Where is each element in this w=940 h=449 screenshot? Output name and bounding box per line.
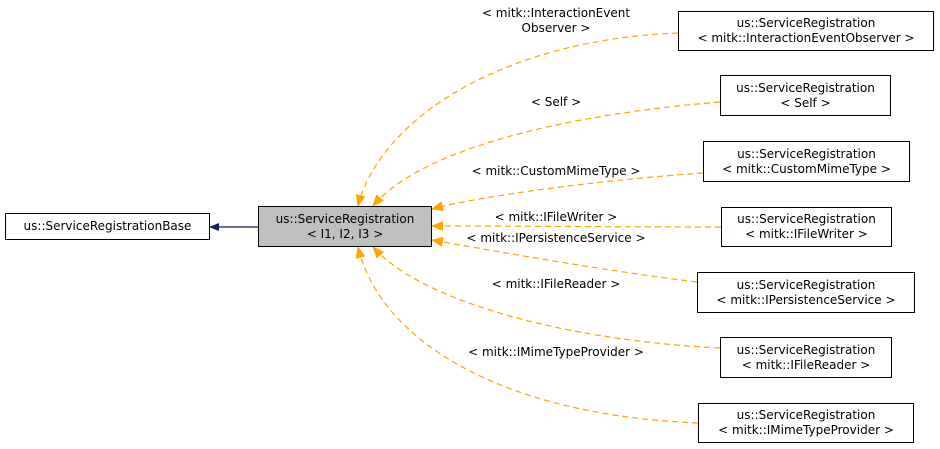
node-label-line2: < mitk::IMimeTypeProvider > bbox=[718, 423, 894, 437]
node-label-line2: < mitk::IFileReader > bbox=[741, 357, 871, 372]
edge-label-line1: < mitk::IMimeTypeProvider > bbox=[468, 345, 644, 359]
node-service-registration-template[interactable]: us::ServiceRegistration < I1, I2, I3 > bbox=[258, 206, 432, 247]
edge-interaction-event-observer bbox=[355, 32, 679, 207]
edge-label-line2: Observer > bbox=[521, 21, 591, 35]
node-label-line2: < I1, I2, I3 > bbox=[306, 226, 384, 241]
node-label-line1: us::ServiceRegistration bbox=[736, 16, 876, 30]
node-label-line2: < mitk::IFileWriter > bbox=[745, 227, 868, 241]
edge-imime-type-provider bbox=[355, 246, 699, 424]
node-imime-type-provider[interactable]: us::ServiceRegistration < mitk::IMimeTyp… bbox=[698, 403, 914, 443]
edge-label-self: < Self > bbox=[531, 95, 581, 110]
node-ipersistence-service[interactable]: us::ServiceRegistration < mitk::IPersist… bbox=[697, 272, 915, 313]
node-label-line2: < mitk::IPersistenceService > bbox=[716, 292, 896, 307]
edge-ifile-writer bbox=[431, 221, 722, 232]
edge-ifile-reader bbox=[372, 246, 721, 349]
node-label-line1: us::ServiceRegistration bbox=[736, 80, 875, 95]
node-self[interactable]: us::ServiceRegistration < Self > bbox=[720, 75, 891, 116]
node-label-line1: us::ServiceRegistration bbox=[737, 212, 876, 226]
node-custom-mime-type[interactable]: us::ServiceRegistration < mitk::CustomMi… bbox=[703, 141, 910, 182]
edge-label-ipersistence-service: < mitk::IPersistenceService > bbox=[466, 231, 645, 246]
edge-custom-mime-type bbox=[431, 172, 704, 211]
edge-label-line1: < mitk::IFileWriter > bbox=[494, 210, 618, 224]
edge-label-custom-mime-type: < mitk::CustomMimeType > bbox=[472, 164, 641, 179]
edge-label-imime-type-provider: < mitk::IMimeTypeProvider > bbox=[468, 345, 644, 360]
node-label-line1: us::ServiceRegistration bbox=[736, 342, 876, 357]
edge-self bbox=[372, 101, 721, 207]
edge-label-line1: < mitk::InteractionEvent bbox=[481, 6, 631, 20]
edge-label-line1: < Self > bbox=[530, 95, 582, 109]
node-label: us::ServiceRegistrationBase bbox=[23, 219, 192, 233]
edge-label-ifile-writer: < mitk::IFileWriter > bbox=[495, 210, 618, 225]
node-label-line2: < mitk::CustomMimeType > bbox=[722, 161, 891, 176]
node-label-line1: us::ServiceRegistration bbox=[737, 146, 876, 161]
node-label-line2: < Self > bbox=[780, 95, 831, 110]
node-label-line1: us::ServiceRegistration bbox=[736, 408, 876, 422]
node-ifile-reader[interactable]: us::ServiceRegistration < mitk::IFileRea… bbox=[720, 337, 892, 378]
edge-label-line1: < mitk::IPersistenceService > bbox=[466, 231, 646, 245]
node-service-registration-base[interactable]: us::ServiceRegistrationBase bbox=[5, 213, 210, 240]
edge-label-interaction-event-observer: < mitk::InteractionEvent Observer > bbox=[482, 6, 630, 36]
edge-label-line1: < mitk::IFileReader > bbox=[491, 277, 621, 291]
edge-ipersistence-service bbox=[431, 236, 698, 283]
node-ifile-writer[interactable]: us::ServiceRegistration < mitk::IFileWri… bbox=[721, 207, 892, 247]
edge-label-line1: < mitk::CustomMimeType > bbox=[471, 164, 641, 178]
node-label-line1: us::ServiceRegistration bbox=[275, 211, 415, 226]
node-interaction-event-observer[interactable]: us::ServiceRegistration < mitk::Interact… bbox=[678, 11, 934, 51]
node-label-line2: < mitk::InteractionEventObserver > bbox=[697, 31, 915, 45]
edge-label-ifile-reader: < mitk::IFileReader > bbox=[492, 277, 621, 292]
node-label-line1: us::ServiceRegistration bbox=[736, 277, 876, 292]
